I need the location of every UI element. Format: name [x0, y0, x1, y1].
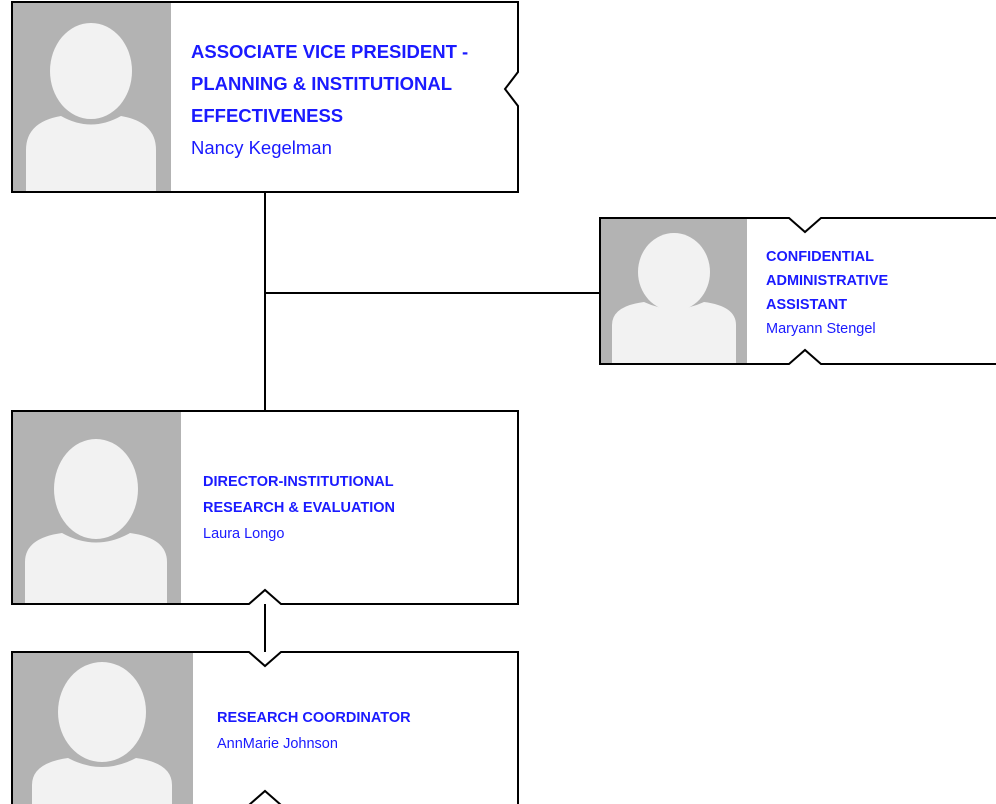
- org-node-avp[interactable]: ASSOCIATE VICE PRESIDENT - PLANNING & IN…: [11, 1, 519, 193]
- org-node-director[interactable]: DIRECTOR-INSTITUTIONAL RESEARCH & EVALUA…: [11, 410, 519, 605]
- node-name: AnnMarie Johnson: [217, 736, 338, 752]
- title-line: PLANNING & INSTITUTIONAL: [191, 73, 452, 94]
- photo: [601, 219, 747, 363]
- node-name: Laura Longo: [203, 526, 284, 542]
- expand-chevron-icon[interactable]: [248, 789, 282, 804]
- person-placeholder-icon: [50, 23, 132, 119]
- org-node-coordinator[interactable]: RESEARCH COORDINATOR AnnMarie Johnson: [11, 651, 519, 804]
- title-line: CONFIDENTIAL: [766, 249, 874, 265]
- connectors: [264, 192, 600, 652]
- title-line: RESEARCH & EVALUATION: [203, 500, 395, 516]
- person-placeholder-body: [32, 758, 172, 804]
- title-line: ASSOCIATE VICE PRESIDENT -: [191, 41, 468, 62]
- node-name: Maryann Stengel: [766, 321, 876, 337]
- node-title: CONFIDENTIAL ADMINISTRATIVE ASSISTANT: [766, 249, 892, 313]
- title-line: EFFECTIVENESS: [191, 105, 343, 126]
- node-title: DIRECTOR-INSTITUTIONAL RESEARCH & EVALUA…: [203, 474, 397, 516]
- node-title: RESEARCH COORDINATOR: [217, 710, 411, 726]
- photo: [13, 653, 193, 804]
- person-placeholder-body: [25, 533, 167, 603]
- node-title: ASSOCIATE VICE PRESIDENT - PLANNING & IN…: [191, 41, 473, 126]
- title-line: ASSISTANT: [766, 297, 847, 313]
- person-placeholder-icon: [638, 233, 710, 311]
- org-node-assistant[interactable]: CONFIDENTIAL ADMINISTRATIVE ASSISTANT Ma…: [599, 217, 996, 365]
- person-placeholder-icon: [54, 439, 138, 539]
- photo: [13, 3, 171, 191]
- node-name: Nancy Kegelman: [191, 137, 332, 158]
- title-line: ADMINISTRATIVE: [766, 273, 889, 289]
- person-placeholder-icon: [58, 662, 146, 762]
- title-line: DIRECTOR-INSTITUTIONAL: [203, 474, 394, 490]
- person-placeholder-body: [612, 302, 736, 363]
- photo: [13, 412, 181, 603]
- person-placeholder-body: [26, 116, 156, 191]
